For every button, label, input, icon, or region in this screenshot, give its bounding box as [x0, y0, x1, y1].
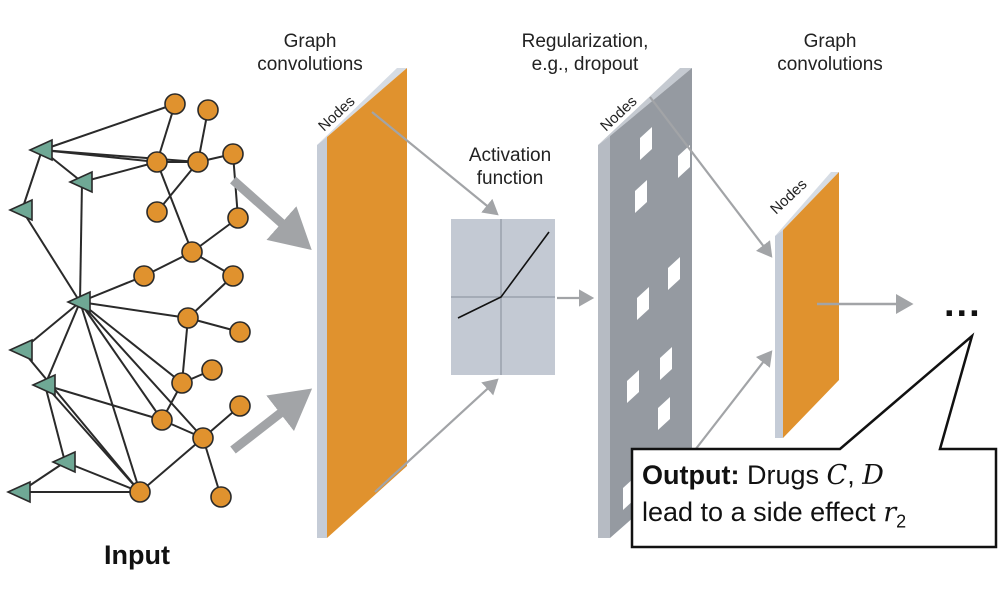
protein-node: [133, 265, 155, 287]
arrow-to-conv2-top: [649, 96, 773, 258]
drug-nodes: [6, 138, 93, 504]
output-line-1: Output: Drugs C, D: [642, 457, 996, 494]
drug-node: [8, 198, 33, 222]
input-arrows: [230, 176, 313, 454]
output-heading: Output:: [642, 460, 740, 490]
graph-edge: [79, 301, 189, 319]
protein-node: [229, 321, 251, 343]
activation-function-box: [451, 219, 555, 375]
activation-label-line1: Activation: [468, 145, 552, 166]
dropout-hole: [635, 180, 647, 213]
regularization-label-line1: Regularization,: [521, 31, 649, 52]
protein-node: [210, 486, 232, 508]
dropout-hole: [627, 370, 639, 403]
graph-conv-label-2-line1: Graph: [803, 31, 857, 52]
drug-d: D: [862, 460, 884, 491]
graph-edge: [139, 437, 204, 493]
graph-edge: [44, 384, 163, 421]
regularization-label-line2: e.g., dropout: [531, 54, 639, 75]
input-label: Input: [104, 540, 170, 570]
graph-conv-label-1-line1: Graph: [283, 31, 337, 52]
dropout-hole: [660, 347, 672, 380]
protein-nodes: [129, 93, 251, 508]
dropout-hole: [640, 127, 652, 160]
protein-node: [171, 372, 193, 394]
graph-edge: [21, 149, 43, 211]
graph-conv-label-1-line2: convolutions: [257, 54, 363, 75]
protein-node: [181, 241, 203, 263]
arrow-to-conv2-bottom: [694, 350, 773, 451]
protein-node: [187, 151, 209, 173]
graph-edge: [79, 301, 163, 421]
dropout-panel: Nodes: [597, 68, 692, 538]
graph-conv-panel-1: Nodes: [315, 68, 407, 538]
graph-edge: [79, 181, 83, 303]
graph-edge: [79, 301, 204, 439]
drug-node: [68, 170, 93, 194]
regularization-label: Regularization, e.g., dropout: [510, 30, 660, 76]
protein-node: [222, 143, 244, 165]
protein-node: [146, 151, 168, 173]
drug-node: [31, 373, 56, 397]
drug-node: [8, 338, 33, 362]
input-graph: [6, 93, 251, 508]
drug-c: C: [826, 460, 848, 491]
drug-node: [51, 450, 76, 474]
drug-node: [28, 138, 53, 162]
graph-edge: [156, 161, 193, 253]
drug-node: [6, 480, 31, 504]
activation-label: Activation function: [450, 144, 570, 190]
protein-node: [129, 481, 151, 503]
continuation-ellipsis: ...: [944, 283, 982, 325]
protein-node: [201, 359, 223, 381]
output-effect-text: lead to a side effect: [642, 497, 876, 527]
graph-edge: [44, 384, 141, 493]
graph-edge: [64, 461, 141, 493]
graph-conv-label-2: Graph convolutions: [770, 30, 890, 76]
protein-node: [222, 265, 244, 287]
graph-edge: [81, 161, 158, 183]
protein-node: [146, 201, 168, 223]
graph-edge: [181, 317, 189, 384]
activation-label-line2: function: [476, 168, 544, 189]
drug-comma: ,: [847, 460, 855, 490]
graph-conv-label-2-line2: convolutions: [777, 54, 883, 75]
graph-edge: [44, 301, 81, 386]
protein-node: [177, 307, 199, 329]
output-drugs-text: Drugs: [746, 460, 819, 490]
protein-node: [151, 409, 173, 431]
graph-edge: [41, 149, 199, 163]
relu-curve: [457, 231, 550, 319]
protein-node: [192, 427, 214, 449]
protein-node: [197, 99, 219, 121]
dropout-hole: [678, 145, 690, 178]
input-arrow-upper: [230, 176, 312, 250]
graph-conv-label-1: Graph convolutions: [250, 30, 370, 76]
output-callout: Output: Drugs C, D lead to a side effect…: [632, 449, 996, 547]
graph-edge: [79, 301, 183, 384]
arrow-to-activation-top: [371, 111, 499, 216]
dropout-hole: [658, 397, 670, 430]
dropout-hole: [637, 287, 649, 320]
graph-edge: [79, 301, 141, 493]
dropout-hole: [668, 257, 680, 290]
output-callout-shape: [630, 332, 998, 549]
protein-node: [227, 207, 249, 229]
arrow-to-activation-bottom: [374, 378, 499, 493]
protein-node: [164, 93, 186, 115]
drug-node: [66, 290, 91, 314]
graph-edge: [41, 103, 176, 151]
graph-edge: [21, 349, 141, 493]
side-effect-subscript: 2: [896, 511, 907, 532]
input-arrow-lower: [230, 388, 313, 454]
graph-edge: [44, 384, 66, 463]
graph-edge: [21, 209, 81, 303]
side-effect-symbol: r: [883, 497, 897, 528]
protein-node: [229, 395, 251, 417]
output-line-2: lead to a side effect r2: [642, 494, 996, 539]
